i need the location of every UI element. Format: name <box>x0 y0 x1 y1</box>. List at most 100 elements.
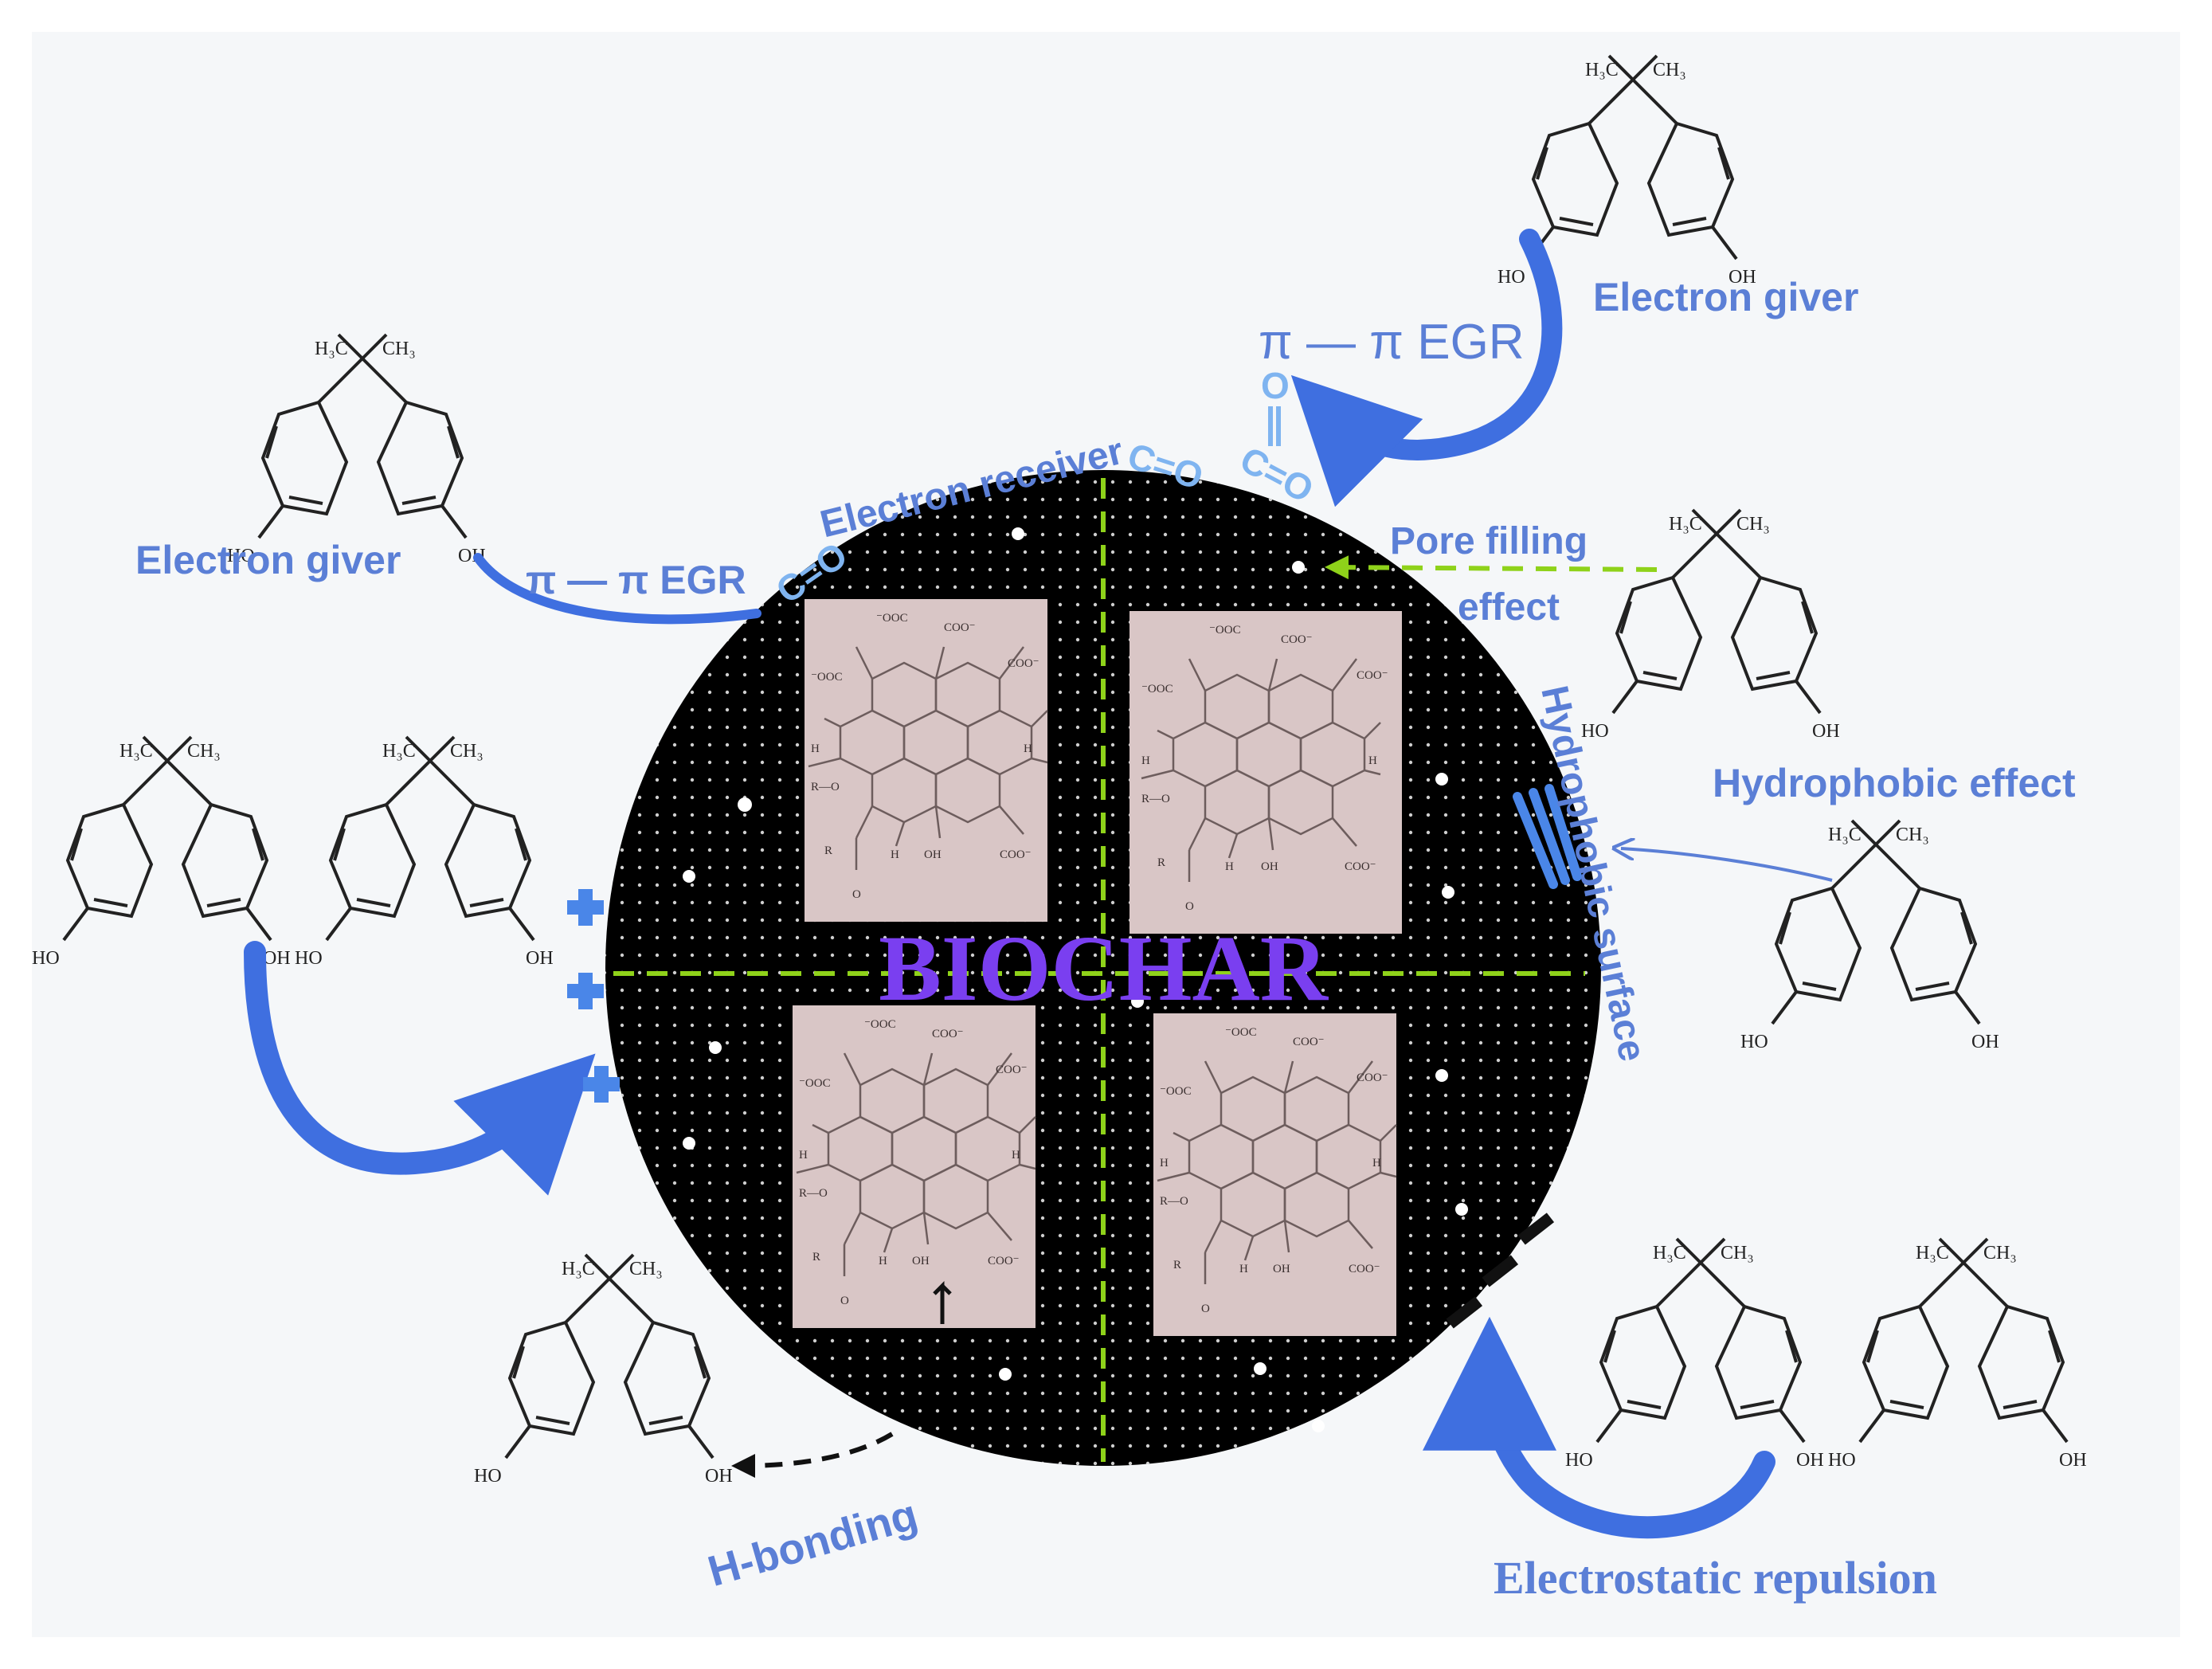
surface-structure-bottom-right: ⁻OOC COO⁻ COO⁻ ⁻OOC H H R—O R H OH COO⁻ … <box>1153 1013 1398 1336</box>
inset-label: ⁻OOC <box>864 1018 896 1031</box>
inset-label: OH <box>924 848 942 861</box>
methyl-label: CH₃ <box>450 741 484 762</box>
hydroxyl-label: HO <box>1828 1450 1856 1471</box>
inset-label: R <box>824 844 832 857</box>
inset-label: O <box>852 888 861 901</box>
inset-label: H <box>1368 754 1377 767</box>
inset-label: H <box>1024 742 1032 755</box>
methyl-label: H₃C <box>119 741 153 762</box>
surface-structure-top-right: ⁻OOC COO⁻ COO⁻ ⁻OOC H H R—O R H OH COO⁻ … <box>1129 611 1402 934</box>
inset-label: R <box>812 1251 820 1264</box>
bpa-molecule: H₃C CH₃ HO OH <box>1498 54 1756 288</box>
inset-label: ⁻OOC <box>1160 1085 1192 1098</box>
electrostatic-repulsion-label: Electrostatic repulsion <box>1494 1552 1937 1604</box>
inset-label: ⁻OOC <box>799 1077 831 1090</box>
hydroxyl-label: OH <box>1971 1032 1999 1052</box>
methyl-label: H₃C <box>1585 60 1619 80</box>
plus-icon <box>583 1066 620 1103</box>
inset-label: H <box>1239 1263 1248 1275</box>
inset-label: ⁻OOC <box>876 612 908 625</box>
inset-label: OH <box>1273 1263 1290 1275</box>
hydroxyl-label: OH <box>526 948 554 969</box>
inset-label: OH <box>1261 860 1278 873</box>
methyl-label: H₃C <box>1916 1243 1949 1264</box>
inset-label: R—O <box>799 1187 828 1200</box>
hydroxyl-label: OH <box>1728 267 1756 288</box>
pi-pi-egr-label-right: π — π EGR <box>1259 315 1525 370</box>
plus-charge-icons <box>567 889 620 1103</box>
methyl-label: CH₃ <box>382 339 416 359</box>
plus-icon <box>567 889 604 926</box>
inset-label: R <box>1157 856 1165 869</box>
bpa-molecule: H₃C CH₃ HO OH <box>32 735 291 969</box>
hydrophobic-arrow <box>1621 848 1833 882</box>
pi-pi-egr-label-left: π — π EGR <box>526 558 746 602</box>
inset-label: H <box>1160 1157 1169 1169</box>
minus-icon <box>1446 1296 1483 1329</box>
inset-label: COO⁻ <box>944 621 976 634</box>
hydrophobic-bars-icon <box>1513 784 1582 889</box>
inset-label: COO⁻ <box>932 1028 964 1040</box>
methyl-label: CH₃ <box>187 741 221 762</box>
hydroxyl-label: HO <box>32 948 60 969</box>
inset-label: COO⁻ <box>996 1064 1028 1076</box>
bpa-molecule: H₃C CH₃ HO OH <box>1565 1237 1824 1471</box>
hydroxyl-label: HO <box>227 546 255 566</box>
methyl-label: CH₃ <box>1721 1243 1754 1264</box>
hydroxyl-label: HO <box>1498 267 1525 288</box>
electrostatic-attraction-arrow <box>244 941 596 1196</box>
pore-filling-label-2: effect <box>1458 586 1560 629</box>
methyl-label: CH₃ <box>1896 825 1929 845</box>
inset-label: O <box>840 1295 849 1307</box>
inset-label: R—O <box>1141 793 1170 805</box>
minus-icon <box>1482 1255 1519 1287</box>
inset-label: R—O <box>811 781 840 793</box>
pore-filling-label: Pore filling <box>1390 520 1588 562</box>
hydroxyl-label: OH <box>1796 1450 1824 1471</box>
inset-label: COO⁻ <box>1293 1036 1325 1048</box>
minus-icon <box>1517 1213 1555 1245</box>
h-bonding-arrow <box>731 1432 894 1478</box>
bpa-molecule: H₃C CH₃ HO OH <box>295 735 554 969</box>
surface-structure-top-left: ⁻OOC COO⁻ COO⁻ ⁻OOC H H R—O R H OH COO⁻ … <box>805 599 1049 922</box>
methyl-label: H₃C <box>1828 825 1862 845</box>
methyl-label: CH₃ <box>1653 60 1686 80</box>
minus-charge-icons <box>1446 1213 1555 1329</box>
methyl-label: H₃C <box>315 339 348 359</box>
surface-structure-bottom-left: ⁻OOC COO⁻ COO⁻ ⁻OOC H H R—O R H OH COO⁻ … <box>793 1005 1037 1328</box>
methyl-label: H₃C <box>562 1259 595 1279</box>
bpa-molecule: H₃C CH₃ HO OH <box>474 1253 733 1487</box>
inset-label: ⁻OOC <box>1225 1026 1257 1039</box>
inset-label: COO⁻ <box>1357 669 1388 682</box>
electron-giver-label-right: Electron giver <box>1593 275 1858 319</box>
methyl-label: CH₃ <box>629 1259 663 1279</box>
inset-label: OH <box>912 1255 930 1267</box>
inset-label: ⁻OOC <box>811 671 843 684</box>
hydroxyl-label: OH <box>705 1466 733 1487</box>
inset-label: COO⁻ <box>1281 633 1313 646</box>
methyl-label: CH₃ <box>1736 514 1770 535</box>
hydroxyl-label: HO <box>1565 1450 1593 1471</box>
inset-label: O <box>1201 1303 1210 1315</box>
plus-icon <box>567 973 604 1009</box>
hydroxyl-label: HO <box>295 948 323 969</box>
hydrophobic-effect-label: Hydrophobic effect <box>1713 761 2076 805</box>
hydroxyl-label: HO <box>474 1466 502 1487</box>
electron-transfer-arrow <box>473 553 761 625</box>
hydroxyl-label: OH <box>2059 1450 2087 1471</box>
inset-label: COO⁻ <box>988 1255 1020 1267</box>
inset-label: H <box>879 1255 887 1267</box>
bpa-molecule: H₃C CH₃ HO OH <box>1828 1237 2087 1471</box>
electron-transfer-arrow <box>1290 229 1563 507</box>
hydroxyl-label: HO <box>1581 721 1609 742</box>
pore-filling-arrow <box>1325 555 1658 580</box>
inset-label: H <box>811 742 820 755</box>
electrostatic-repulsion-arrow <box>1423 1316 1775 1539</box>
inset-label: ⁻OOC <box>1209 624 1241 637</box>
carbonyl-oxygen-label: O <box>1261 365 1290 406</box>
hydroxyl-label: OH <box>263 948 291 969</box>
inset-label: R—O <box>1160 1195 1188 1208</box>
inset-label: R <box>1173 1259 1181 1271</box>
biochar-title: BIOCHAR <box>879 916 1329 1021</box>
